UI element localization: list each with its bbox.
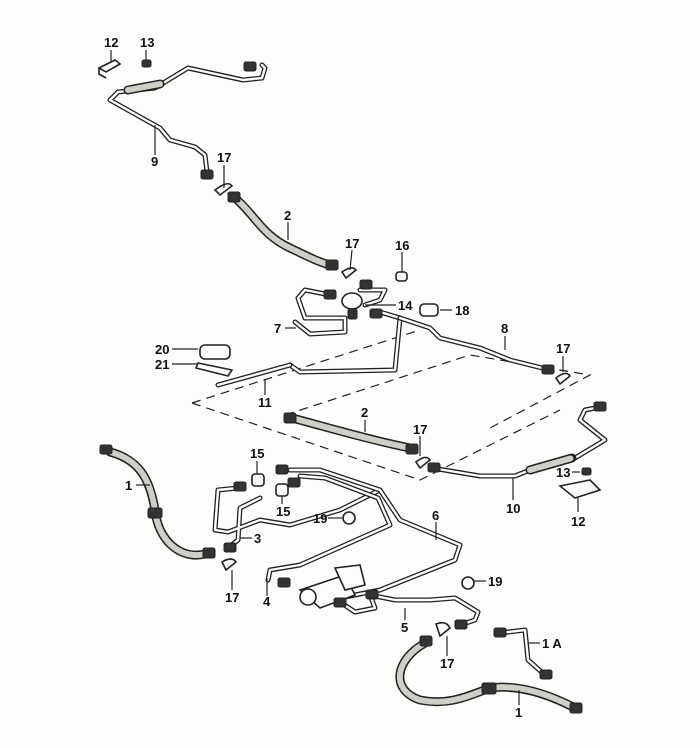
- callout-1-left: 1: [125, 478, 132, 493]
- clip-17-b: [340, 267, 358, 280]
- callout-13-upper: 13: [140, 35, 154, 50]
- nut-19-b: [461, 576, 475, 590]
- hose-2-upper: [227, 191, 339, 271]
- tee-fitting-14: [323, 279, 383, 320]
- callout-4: 4: [263, 594, 271, 609]
- callout-8: 8: [501, 321, 508, 336]
- brake-line-1A: [493, 627, 553, 680]
- brake-line-8: [397, 315, 555, 375]
- bolt-13-upper: [141, 59, 152, 68]
- hose-1-right: [395, 635, 583, 714]
- brake-line-5: [333, 589, 481, 630]
- callout-17-c: 17: [556, 341, 570, 356]
- clip-17-e: [220, 558, 238, 572]
- callout-9: 9: [151, 154, 158, 169]
- callout-15-b: 15: [276, 504, 290, 519]
- callout-3: 3: [254, 531, 261, 546]
- clamp-20-21: [194, 344, 234, 377]
- clip-17-f: [435, 621, 452, 638]
- callout-16: 16: [395, 238, 409, 253]
- nut-19-a: [342, 511, 356, 525]
- hose-1-left: [99, 444, 216, 560]
- callout-17-d: 17: [413, 422, 427, 437]
- clip-12-lower: [558, 479, 602, 499]
- callout-labels: 12 13 9 17 2 17 16 14 18 7 8 17 20 21 11…: [104, 35, 585, 720]
- callout-2-lower: 2: [361, 405, 368, 420]
- callout-12-lower: 12: [571, 514, 585, 529]
- clip-12-upper: [97, 59, 122, 79]
- callout-12-upper: 12: [104, 35, 118, 50]
- brake-line-10: [427, 401, 608, 479]
- brake-line-9: [107, 61, 268, 180]
- callout-5: 5: [401, 620, 408, 635]
- fitting-4: [277, 577, 291, 588]
- callout-17-a: 17: [217, 150, 231, 165]
- fitting-15-b: [275, 483, 289, 497]
- clamp-18: [419, 303, 439, 317]
- brake-line-7: [287, 287, 403, 375]
- callout-11: 11: [258, 395, 272, 410]
- brake-line-11: [215, 362, 293, 388]
- callout-13-lower: 13: [556, 465, 570, 480]
- bolt-13-lower: [581, 467, 592, 476]
- callout-15-a: 15: [250, 446, 264, 461]
- leader-lines: [110, 50, 580, 705]
- callout-20: 20: [155, 342, 169, 357]
- callout-17-e: 17: [225, 590, 239, 605]
- proportioning-valve: [298, 564, 366, 609]
- callout-1-right: 1: [515, 705, 522, 720]
- fitting-15-a: [251, 473, 265, 487]
- hose-2-lower: [283, 412, 419, 455]
- callout-7: 7: [274, 321, 281, 336]
- callout-14: 14: [398, 298, 413, 313]
- callout-17-b: 17: [345, 236, 359, 251]
- clip-17-d: [414, 456, 432, 470]
- brake-line-6: [265, 464, 463, 603]
- callout-19-b: 19: [488, 574, 502, 589]
- callout-2-upper: 2: [284, 208, 291, 223]
- brake-line-3: [212, 481, 383, 553]
- callout-17-f: 17: [440, 656, 454, 671]
- nut-16: [395, 271, 408, 282]
- callout-21: 21: [155, 357, 169, 372]
- callout-1A: 1 A: [542, 636, 562, 651]
- callout-6: 6: [432, 508, 439, 523]
- callout-18: 18: [455, 303, 469, 318]
- clip-17-c: [554, 372, 572, 386]
- clip-17-a: [213, 182, 234, 197]
- callout-19-a: 19: [313, 511, 327, 526]
- callout-10: 10: [506, 501, 520, 516]
